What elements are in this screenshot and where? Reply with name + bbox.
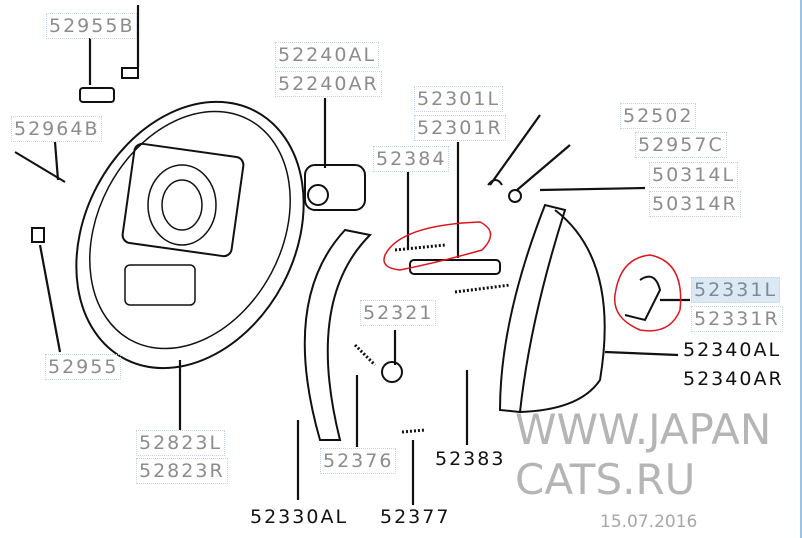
part-link-52823R[interactable]: 52823R bbox=[136, 458, 228, 484]
part-link-52331L[interactable]: 52331L bbox=[691, 277, 781, 303]
watermark: WWW.JAPANCATS.RU bbox=[515, 405, 772, 504]
part-link-50314L[interactable]: 50314L bbox=[649, 162, 739, 188]
grommet bbox=[31, 227, 45, 243]
wheel-cylinder bbox=[304, 164, 366, 211]
part-link-52301L[interactable]: 52301L bbox=[414, 86, 504, 112]
leader-lines bbox=[38, 5, 690, 505]
adjuster bbox=[409, 259, 501, 275]
part-label-52340AL: 52340AL bbox=[683, 339, 782, 361]
backing-plate bbox=[75, 100, 305, 370]
part-label-52377: 52377 bbox=[380, 506, 451, 528]
part-link-52955B[interactable]: 52955B bbox=[46, 13, 138, 39]
part-label-52383: 52383 bbox=[435, 448, 506, 470]
part-link-52240AL[interactable]: 52240AL bbox=[275, 42, 380, 68]
part-link-52502[interactable]: 52502 bbox=[620, 103, 697, 129]
plug bbox=[79, 87, 115, 103]
brake-shoe-left bbox=[303, 228, 373, 441]
part-link-52384[interactable]: 52384 bbox=[373, 146, 450, 172]
part-label-52330AL: 52330AL bbox=[250, 506, 349, 528]
part-link-50314R[interactable]: 50314R bbox=[649, 191, 741, 217]
part-link-52955[interactable]: 52955 bbox=[45, 354, 122, 380]
pin bbox=[381, 361, 403, 383]
date-stamp: 15.07.2016 bbox=[600, 512, 698, 532]
highlight-circle-52331 bbox=[613, 254, 682, 332]
part-link-52331R[interactable]: 52331R bbox=[691, 306, 783, 332]
clip bbox=[487, 179, 503, 186]
bolt bbox=[121, 67, 139, 79]
highlight-circle-52384 bbox=[383, 221, 492, 271]
springs bbox=[353, 243, 511, 434]
part-link-52376[interactable]: 52376 bbox=[320, 448, 397, 474]
brake-shoe-right bbox=[498, 203, 606, 414]
part-label-52340AR: 52340AR bbox=[683, 368, 784, 390]
lever bbox=[624, 275, 662, 322]
part-link-52964B[interactable]: 52964B bbox=[11, 116, 103, 142]
part-link-52321[interactable]: 52321 bbox=[360, 300, 437, 326]
frame-edge bbox=[800, 0, 802, 538]
part-link-52301R[interactable]: 52301R bbox=[414, 115, 506, 141]
part-link-52957C[interactable]: 52957C bbox=[635, 132, 727, 158]
washer bbox=[508, 189, 522, 203]
part-link-52240AR[interactable]: 52240AR bbox=[275, 71, 382, 97]
part-link-52823L[interactable]: 52823L bbox=[136, 430, 226, 456]
